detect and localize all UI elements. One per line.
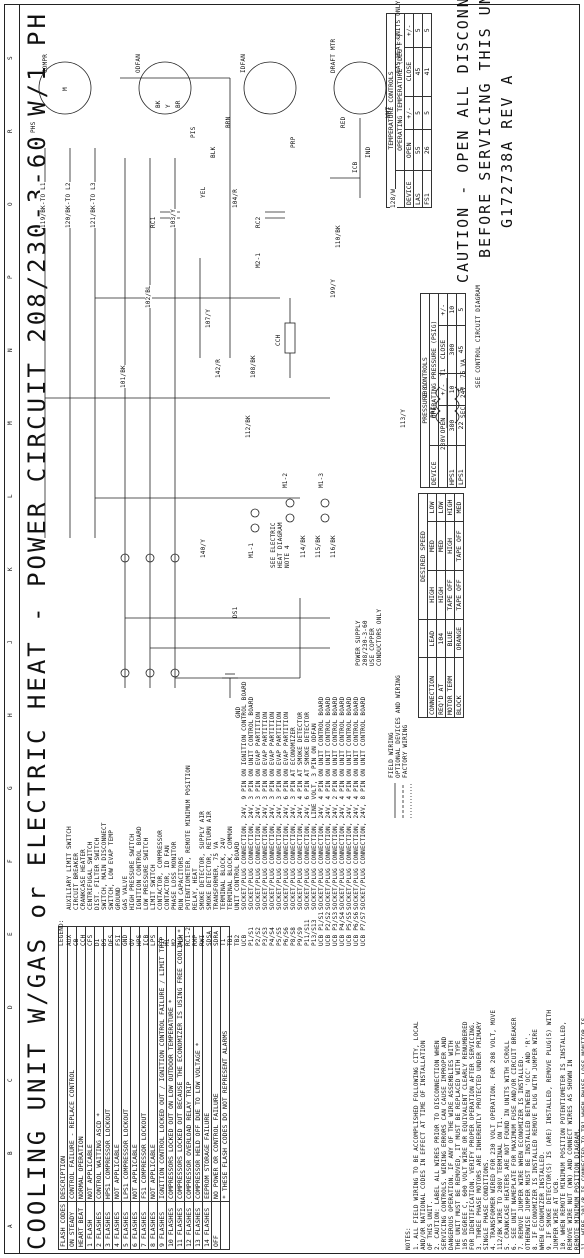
contactor-m1 bbox=[250, 498, 330, 533]
wire-label: 104/R bbox=[232, 188, 239, 208]
odfan-label: ODFAN bbox=[135, 53, 142, 73]
wire-label: 113/Y bbox=[400, 408, 407, 428]
gas-heat-label: GAS HEAT UNITS ONLY bbox=[395, 0, 402, 73]
m1-1-label: M1-1 bbox=[248, 542, 255, 558]
wire-label: 120/BK-TO L2 bbox=[65, 182, 72, 228]
prp-label: PRP bbox=[290, 136, 297, 148]
m1-2-label: M1-2 bbox=[282, 472, 289, 488]
75va-label: 75 VA bbox=[460, 358, 467, 378]
y-label: Y bbox=[165, 104, 172, 108]
motor-idfan bbox=[243, 61, 297, 115]
wire-label: 110/BK bbox=[335, 225, 342, 248]
wire-label: 108/BK bbox=[250, 355, 257, 378]
compr-label: COMPR bbox=[42, 53, 49, 73]
wire-label: 115/BK bbox=[315, 535, 322, 558]
red-label: RED bbox=[340, 116, 347, 128]
electric-heat-line: HEAT DIAGRAM bbox=[277, 522, 284, 568]
t1-label: T1 bbox=[440, 368, 447, 376]
ds1-label: DS1 bbox=[232, 606, 239, 618]
compr-m-label: M bbox=[62, 87, 69, 91]
pri-label: PRI bbox=[430, 406, 437, 418]
yel-label: YEL bbox=[200, 186, 207, 198]
rc1-label: RC1 bbox=[150, 216, 157, 228]
power-supply-line: 208/230-3-60 bbox=[362, 620, 369, 666]
capacitor-rc2 bbox=[265, 211, 285, 219]
motor-odfan bbox=[138, 61, 192, 115]
24v-label: 24V bbox=[460, 386, 467, 398]
ground-symbol bbox=[222, 673, 238, 698]
motor-compr bbox=[38, 61, 92, 115]
br-label: BR bbox=[175, 100, 182, 108]
cch-label: CCH bbox=[275, 334, 282, 346]
wire-label: 116/BK bbox=[330, 535, 337, 558]
wire-label: 119/BK-TO L1 bbox=[40, 182, 47, 228]
bk-label: BK bbox=[155, 100, 162, 108]
wire-label: 121/BK-TO L3 bbox=[90, 182, 97, 228]
208v-label: 208V bbox=[422, 382, 429, 398]
sec-label: SEC bbox=[460, 406, 467, 418]
crankcase-heater bbox=[284, 298, 296, 378]
brn-label: BRN bbox=[225, 116, 232, 128]
wire-label: 107/Y bbox=[205, 308, 212, 328]
wht-label: WHT bbox=[385, 106, 392, 118]
rc2-label: RC2 bbox=[255, 216, 262, 228]
control-circuit-note: SEE CONTROL CIRCUIT DIAGRAM bbox=[475, 285, 482, 388]
gnd-label: GND bbox=[235, 706, 242, 718]
m2-1-label: M2-1 bbox=[255, 252, 262, 268]
phs-label: PHS bbox=[30, 121, 37, 133]
power-supply-line: CONDUCTORS ONLY bbox=[376, 608, 383, 666]
m1-3-label: M1-3 bbox=[318, 472, 325, 488]
supply-bus bbox=[125, 598, 330, 679]
blk-label: BLK bbox=[210, 146, 217, 158]
wire-label: 142/R bbox=[215, 358, 222, 378]
wire-label: 102/BL bbox=[145, 285, 152, 308]
transformer-t1 bbox=[435, 378, 460, 428]
electric-heat-line: SEE ELECTRIC bbox=[270, 522, 277, 568]
wire-label: 140/Y bbox=[200, 538, 207, 558]
idfan-label: IDFAN bbox=[240, 53, 247, 73]
wiring-line-samples bbox=[394, 783, 412, 818]
ind-label: IND bbox=[365, 146, 372, 158]
wire-label: 128/W bbox=[390, 188, 397, 208]
power-supply-line: POWER SUPPLY bbox=[355, 620, 362, 666]
wire-label: 112/BK bbox=[245, 415, 252, 438]
wire-label: 114/BK bbox=[300, 535, 307, 558]
ignition-control-board bbox=[330, 118, 361, 198]
power-supply-line: USE COPPER bbox=[369, 627, 376, 666]
draft-motor-label: DRAFT MTR bbox=[330, 38, 337, 73]
230v-label: 230V bbox=[440, 434, 447, 450]
pis-label: PIS bbox=[190, 126, 197, 138]
wire-label: 103/Y bbox=[170, 208, 177, 228]
electric-heat-line: NOTE 4 bbox=[284, 545, 291, 568]
wire-label: 199/Y bbox=[330, 278, 337, 298]
disconnect-ds1 bbox=[120, 553, 180, 688]
icb-label: ICB bbox=[352, 161, 359, 173]
motor-draft bbox=[333, 61, 387, 115]
wire-label: 101/BK bbox=[120, 365, 127, 388]
